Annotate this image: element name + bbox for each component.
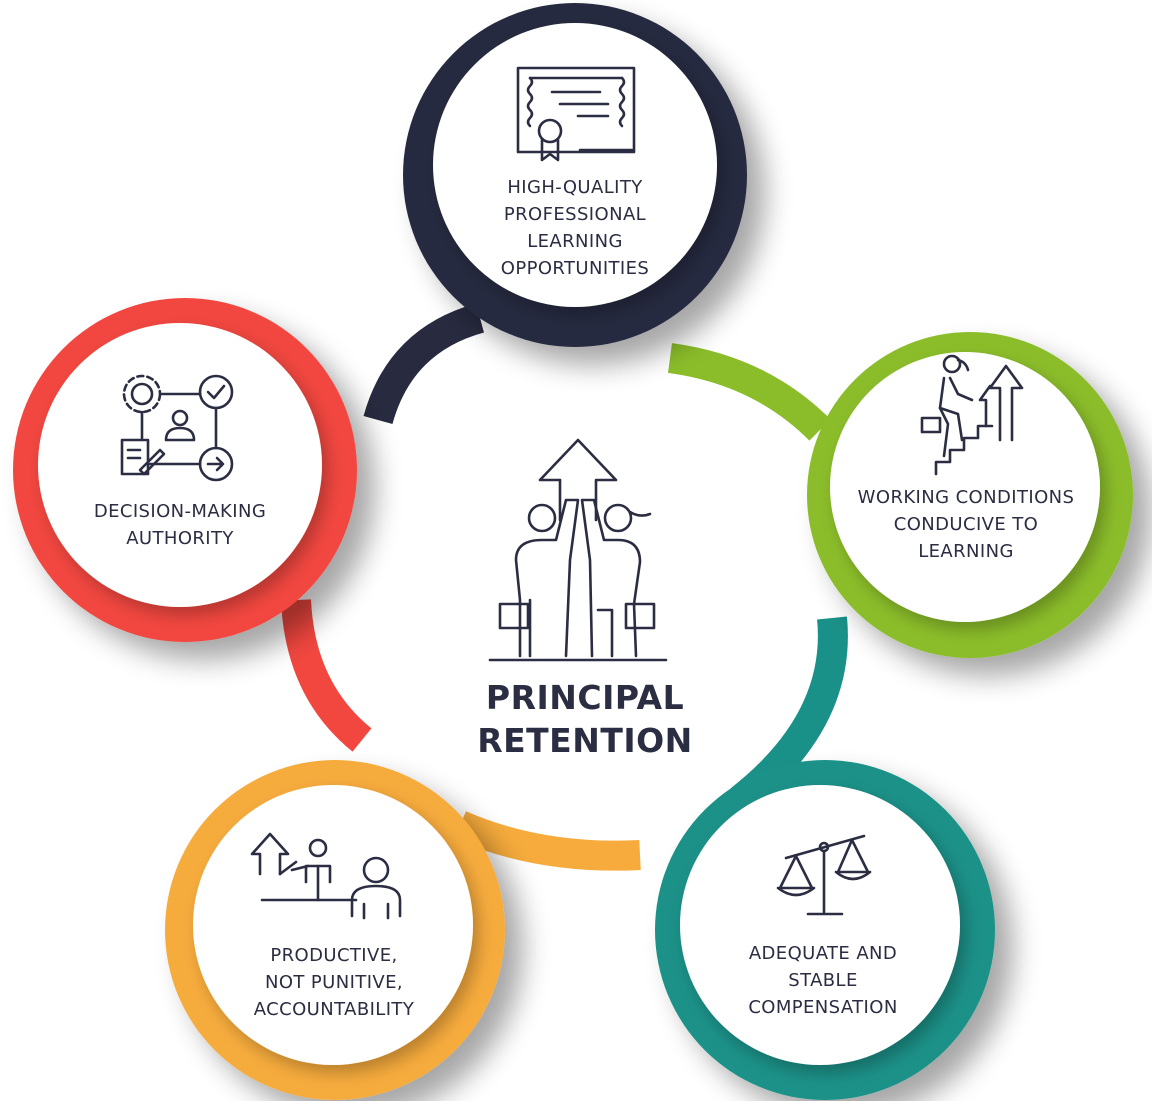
- node-inner-circle: [433, 23, 717, 307]
- label-line: ACCOUNTABILITY: [253, 999, 415, 1020]
- node-label-decision-making: DECISION-MAKING AUTHORITY: [60, 498, 300, 552]
- center-title: PRINCIPAL RETENTION: [420, 676, 750, 762]
- orange-connector-arc: [453, 811, 641, 871]
- label-line: OPPORTUNITIES: [500, 258, 650, 279]
- red-connector-arc: [281, 599, 372, 752]
- node-accountability: [165, 760, 505, 1100]
- label-line: PROFESSIONAL: [503, 204, 647, 225]
- balance-scale-icon: [776, 834, 872, 916]
- label-line: WORKING CONDITIONS: [857, 487, 1075, 508]
- node-inner-circle: [830, 352, 1100, 622]
- node-label-accountability: PRODUCTIVE, NOT PUNITIVE, ACCOUNTABILITY: [220, 942, 448, 1023]
- label-line: AUTHORITY: [126, 528, 234, 549]
- label-line: PRODUCTIVE,: [270, 945, 398, 966]
- node-label-compensation: ADEQUATE AND STABLE COMPENSATION: [710, 940, 936, 1021]
- node-decision-making: [13, 298, 357, 642]
- label-line: CONDUCIVE TO: [893, 514, 1039, 535]
- node-professional-learning: [403, 3, 747, 347]
- center-title-line: RETENTION: [477, 721, 693, 760]
- node-inner-circle: [680, 785, 960, 1065]
- certificate-icon: [516, 66, 636, 162]
- presentation-growth-icon: [250, 832, 402, 920]
- navy-connector-arc: [363, 303, 485, 425]
- center-title-line: PRINCIPAL: [485, 678, 685, 717]
- node-label-professional-learning: HIGH-QUALITY PROFESSIONAL LEARNING OPPOR…: [455, 174, 695, 282]
- label-line: HIGH-QUALITY: [507, 177, 643, 198]
- node-label-working-conditions: WORKING CONDITIONS CONDUCIVE TO LEARNING: [842, 484, 1090, 565]
- node-working-conditions: [807, 332, 1133, 658]
- node-compensation: [655, 760, 995, 1100]
- label-line: NOT PUNITIVE,: [264, 972, 404, 993]
- label-line: STABLE: [788, 970, 858, 991]
- node-inner-circle: [193, 785, 473, 1065]
- high-five-growth-icon: [488, 438, 668, 662]
- green-connector-arc: [667, 343, 831, 441]
- label-line: LEARNING: [918, 541, 1014, 562]
- label-line: COMPENSATION: [748, 997, 898, 1018]
- label-line: LEARNING: [527, 231, 623, 252]
- stairs-climber-icon: [920, 354, 1024, 476]
- label-line: DECISION-MAKING: [93, 501, 267, 522]
- workflow-settings-icon: [120, 374, 234, 482]
- label-line: ADEQUATE AND: [748, 943, 898, 964]
- connector-arcs: [281, 303, 848, 871]
